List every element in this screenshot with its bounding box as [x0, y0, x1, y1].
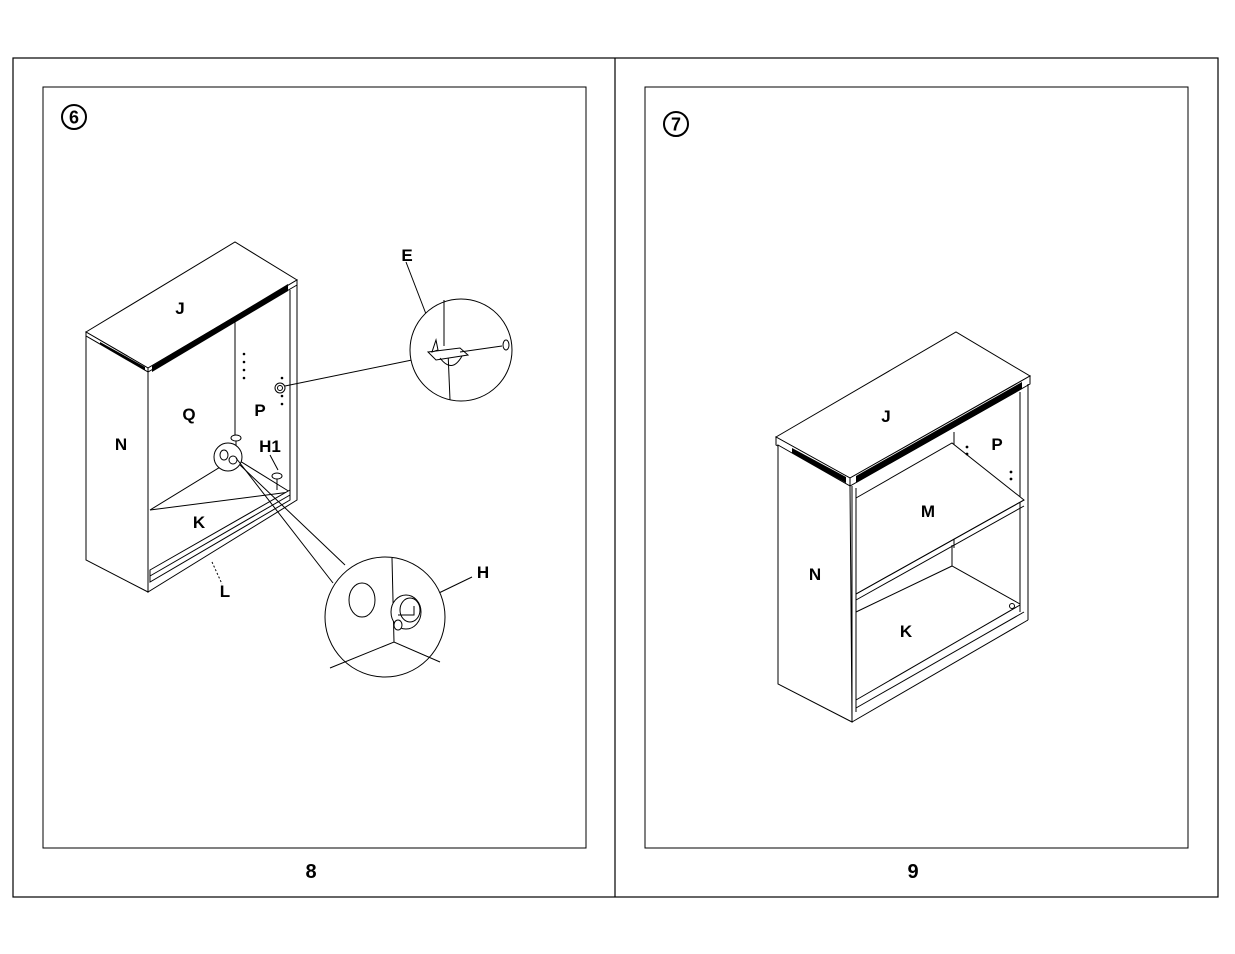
label-h1: H1 [259, 437, 281, 456]
label-n-right: N [809, 565, 821, 584]
label-n: N [115, 435, 127, 454]
label-j-right: J [881, 407, 890, 426]
label-l: L [220, 582, 230, 601]
page-number-8: 8 [305, 861, 316, 883]
step-7-badge: 7 [664, 112, 688, 136]
label-m: M [921, 502, 935, 521]
label-k: K [193, 513, 206, 532]
step-7-number: 7 [671, 115, 681, 135]
label-h: H [477, 563, 489, 582]
label-k-right: K [900, 622, 913, 641]
label-q: Q [182, 405, 195, 424]
detail-circle-e [410, 299, 512, 401]
detail-circle-h [325, 557, 445, 677]
step-6-number: 6 [69, 108, 79, 128]
label-e: E [401, 246, 412, 265]
label-j: J [175, 299, 184, 318]
assembled-bookcase-drawing [776, 332, 1030, 722]
label-p-right: P [991, 435, 1002, 454]
label-p: P [254, 401, 265, 420]
step-6-badge: 6 [62, 105, 86, 129]
page-left: 6 [43, 87, 586, 883]
page-right: 7 [645, 87, 1188, 883]
page-number-9: 9 [907, 861, 918, 883]
